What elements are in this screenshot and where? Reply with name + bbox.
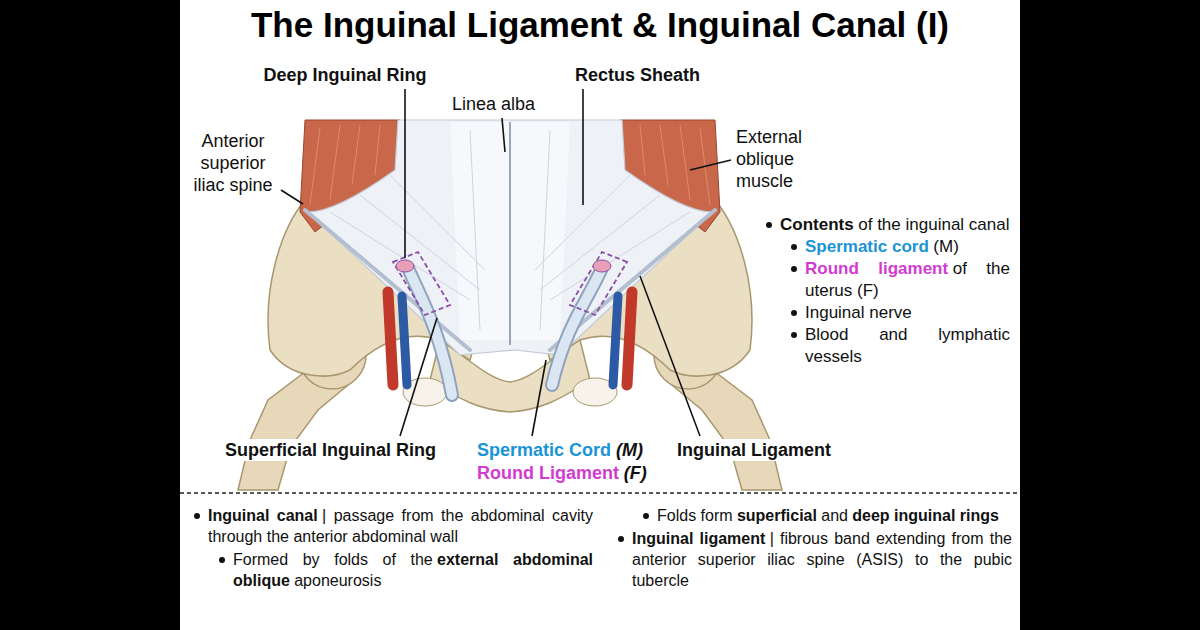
- bullet-dot: [766, 222, 772, 228]
- label-text: (M): [933, 237, 958, 256]
- label-text: Rectus Sheath: [575, 65, 700, 85]
- part-label: Spermatic Cord(M): [474, 439, 646, 461]
- bullet-list: Inguinal canal| passage from the abdomin…: [188, 505, 593, 593]
- label-text: External oblique muscle: [736, 127, 802, 191]
- label-text: of the inguinal canal: [858, 215, 1009, 234]
- part-label: Inguinal Ligament: [674, 439, 834, 461]
- bullet-item: Inguinal canal| passage from the abdomin…: [188, 505, 593, 547]
- part-label: Round Ligament(F): [474, 462, 650, 484]
- label-text: Inguinal canal: [208, 507, 318, 524]
- part-label: Linea alba: [452, 93, 552, 115]
- bullet-item: Inguinal nerve: [760, 302, 1010, 324]
- part-label: Rectus Sheath: [575, 64, 725, 86]
- label-text: Spermatic cord: [805, 237, 929, 256]
- bullet-dot: [618, 536, 624, 542]
- bullet-item: Round ligamentof the uterus (F): [760, 258, 1010, 302]
- bullet-item: Folds formsuperficialanddeep inguinal ri…: [612, 505, 1012, 526]
- label-text: Round Ligament: [477, 463, 619, 483]
- label-text: Blood and lymphatic vessels: [805, 325, 1010, 366]
- bullet-dot: [791, 266, 797, 272]
- label-text: Deep Inguinal Ring: [263, 65, 426, 85]
- label-text: Superficial Inguinal Ring: [225, 440, 436, 460]
- label-text: Spermatic Cord: [477, 440, 611, 460]
- bullet-dot: [219, 557, 225, 563]
- label-text: and: [821, 507, 848, 524]
- bullet-list: Folds formsuperficialanddeep inguinal ri…: [612, 505, 1012, 593]
- bullet-dot: [791, 332, 797, 338]
- label-text: Anterior superior iliac spine: [193, 131, 272, 195]
- label-text: Formed by folds of the: [233, 551, 433, 568]
- bullet-dot: [791, 310, 797, 316]
- part-label: External oblique muscle: [736, 126, 826, 192]
- label-text: deep inguinal rings: [852, 507, 999, 524]
- part-label: Anterior superior iliac spine: [188, 130, 278, 196]
- part-label: Deep Inguinal Ring: [250, 64, 440, 86]
- bullet-dot: [194, 513, 200, 519]
- bullet-item: Formed by folds of theexternal abdominal…: [188, 549, 593, 591]
- bullet-item: Contentsof the inguinal canal: [760, 214, 1010, 236]
- label-text: (M): [616, 440, 643, 460]
- label-text: Inguinal Ligament: [677, 440, 831, 460]
- diagram-title: The Inguinal Ligament & Inguinal Canal (…: [180, 4, 1020, 46]
- label-text: Round ligament: [805, 259, 948, 278]
- label-text: Contents: [780, 215, 854, 234]
- label-text: Folds form: [657, 507, 733, 524]
- label-text: Inguinal nerve: [805, 303, 912, 322]
- label-text: superficial: [737, 507, 817, 524]
- label-text: (F): [624, 463, 647, 483]
- bullet-list: Contentsof the inguinal canalSpermatic c…: [760, 214, 1010, 368]
- bullet-item: Blood and lymphatic vessels: [760, 324, 1010, 368]
- bullet-dot: [791, 244, 797, 250]
- bullet-dot: [643, 513, 649, 519]
- bullet-item: Inguinal ligament| fibrous band extendin…: [612, 528, 1012, 591]
- label-text: Linea alba: [452, 94, 535, 114]
- label-text: Inguinal ligament: [632, 530, 765, 547]
- part-label: Superficial Inguinal Ring: [222, 439, 439, 461]
- label-text: aponeurosis: [294, 572, 381, 589]
- bullet-item: Spermatic cord(M): [760, 236, 1010, 258]
